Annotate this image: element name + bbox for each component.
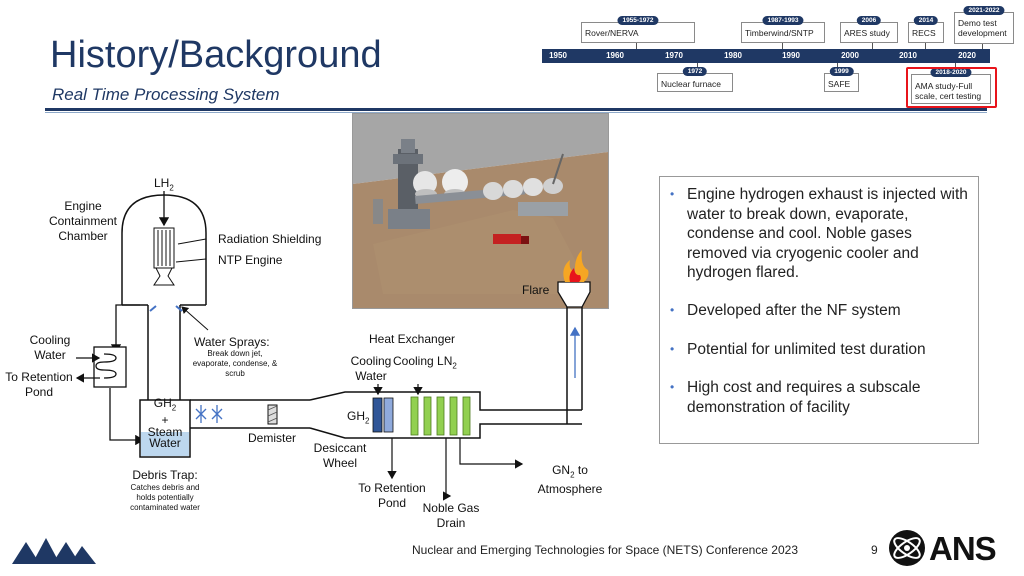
atom-icon xyxy=(889,530,925,566)
page-number: 9 xyxy=(871,543,878,557)
gh2-hx-label: GH2 xyxy=(347,409,370,426)
debris-trap-label: Debris Trap: xyxy=(132,468,198,482)
timeline-year: 1990 xyxy=(782,51,800,60)
timeline-period: 2018-2020 xyxy=(930,68,972,77)
timeline-period: 1955-1972 xyxy=(617,16,659,25)
timeline-stem xyxy=(872,41,873,49)
timeline-stem xyxy=(982,43,983,49)
bullet-item: •High cost and requires a subscale demon… xyxy=(670,379,921,416)
left-logo-icon xyxy=(12,538,96,564)
timeline-event: 1955-1972 Rover/NERVA xyxy=(581,16,695,43)
timeline-label: Timberwind/SNTP xyxy=(745,28,814,38)
timeline-bar xyxy=(542,49,990,63)
ntp-engine-label: NTP Engine xyxy=(218,253,283,267)
timeline-event: 2018-2020 AMA study-Full scale, cert tes… xyxy=(911,68,991,104)
heat-exchanger-label: Heat Exchanger xyxy=(369,332,456,346)
lh2-label: LH2 xyxy=(154,176,174,193)
ans-logo: ANS xyxy=(885,528,997,568)
timeline-period: 2021-2022 xyxy=(963,6,1005,15)
timeline-period: 1987-1993 xyxy=(762,16,804,25)
timeline-label: RECS xyxy=(912,28,936,38)
bullet-item: •Developed after the NF system xyxy=(670,302,901,319)
bullet-item: •Engine hydrogen exhaust is injected wit… xyxy=(670,186,968,281)
process-diagram xyxy=(75,191,591,501)
ans-logo-text: ANS xyxy=(929,530,997,567)
timeline-year: 1950 xyxy=(549,51,567,60)
timeline-label: ARES study xyxy=(844,28,890,38)
timeline-event: 2006 ARES study xyxy=(840,16,898,43)
timeline-stem xyxy=(636,41,637,49)
page-title: History/Background xyxy=(50,34,382,76)
timeline-event: 1972 Nuclear furnace xyxy=(657,67,733,92)
timeline-label: SAFE xyxy=(828,79,851,89)
water-sprays-label: Water Sprays: xyxy=(194,335,270,349)
timeline-period: 2006 xyxy=(856,16,882,25)
gh2-steam-label: GH2 + Steam xyxy=(147,396,183,440)
retention-pond-left-label: To Retention Pond xyxy=(5,370,73,399)
cooling-water-hx-label: Cooling Water xyxy=(350,354,392,383)
timeline-period: 1972 xyxy=(682,67,708,76)
timeline-stem xyxy=(925,41,926,49)
radiation-shielding-label: Radiation Shielding xyxy=(218,232,322,246)
highlight-box xyxy=(906,67,997,108)
debris-trap-detail: Catches debris and holds potentially con… xyxy=(130,483,200,512)
title-divider xyxy=(45,108,987,111)
engine-containment-label: Engine Containment Chamber xyxy=(48,199,118,243)
footer-conference: Nuclear and Emerging Technologies for Sp… xyxy=(412,543,798,557)
timeline-event: 1999 SAFE xyxy=(824,67,859,92)
timeline-year: 2020 xyxy=(958,51,976,60)
bullet-panel: •Engine hydrogen exhaust is injected wit… xyxy=(659,176,979,444)
title-divider-thin xyxy=(45,112,987,113)
demister-label: Demister xyxy=(248,431,297,445)
gn2-atmosphere-label: GN2 to Atmosphere xyxy=(537,463,603,497)
timeline-year: 2000 xyxy=(841,51,859,60)
timeline-label: Demo test development xyxy=(958,18,1007,38)
facility-render-image xyxy=(352,113,609,309)
timeline-year: 2010 xyxy=(899,51,917,60)
timeline-label: Rover/NERVA xyxy=(585,28,639,38)
timeline-event: 2021-2022 Demo test development xyxy=(954,6,1014,44)
bullet-item: •Potential for unlimited test duration xyxy=(670,341,926,358)
water-label: Water xyxy=(149,436,181,450)
timeline-event: 2014 RECS xyxy=(908,16,944,43)
flare-label: Flare xyxy=(522,283,550,297)
noble-gas-drain-label: Noble Gas Drain xyxy=(422,501,480,530)
page-subtitle: Real Time Processing System xyxy=(52,85,280,104)
timeline-period: 2014 xyxy=(913,16,939,25)
timeline-label: Nuclear furnace xyxy=(661,79,722,89)
timeline-stem xyxy=(782,41,783,49)
timeline-period: 1999 xyxy=(829,67,854,76)
retention-pond-hx-label: To Retention Pond xyxy=(358,481,426,510)
desiccant-wheel-label: Desiccant Wheel xyxy=(313,441,367,470)
timeline-event: 1987-1993 Timberwind/SNTP xyxy=(741,16,825,43)
timeline-year: 1980 xyxy=(724,51,742,60)
water-sprays-detail: Break down jet, evaporate, condense, & s… xyxy=(192,349,278,378)
cooling-ln2-label: Cooling LN2 xyxy=(393,354,457,371)
timeline-year: 1970 xyxy=(665,51,683,60)
timeline-label: AMA study-Full scale, cert testing xyxy=(915,81,982,101)
cooling-water-left-label: Cooling Water xyxy=(29,333,71,362)
timeline-year: 1960 xyxy=(606,51,624,60)
